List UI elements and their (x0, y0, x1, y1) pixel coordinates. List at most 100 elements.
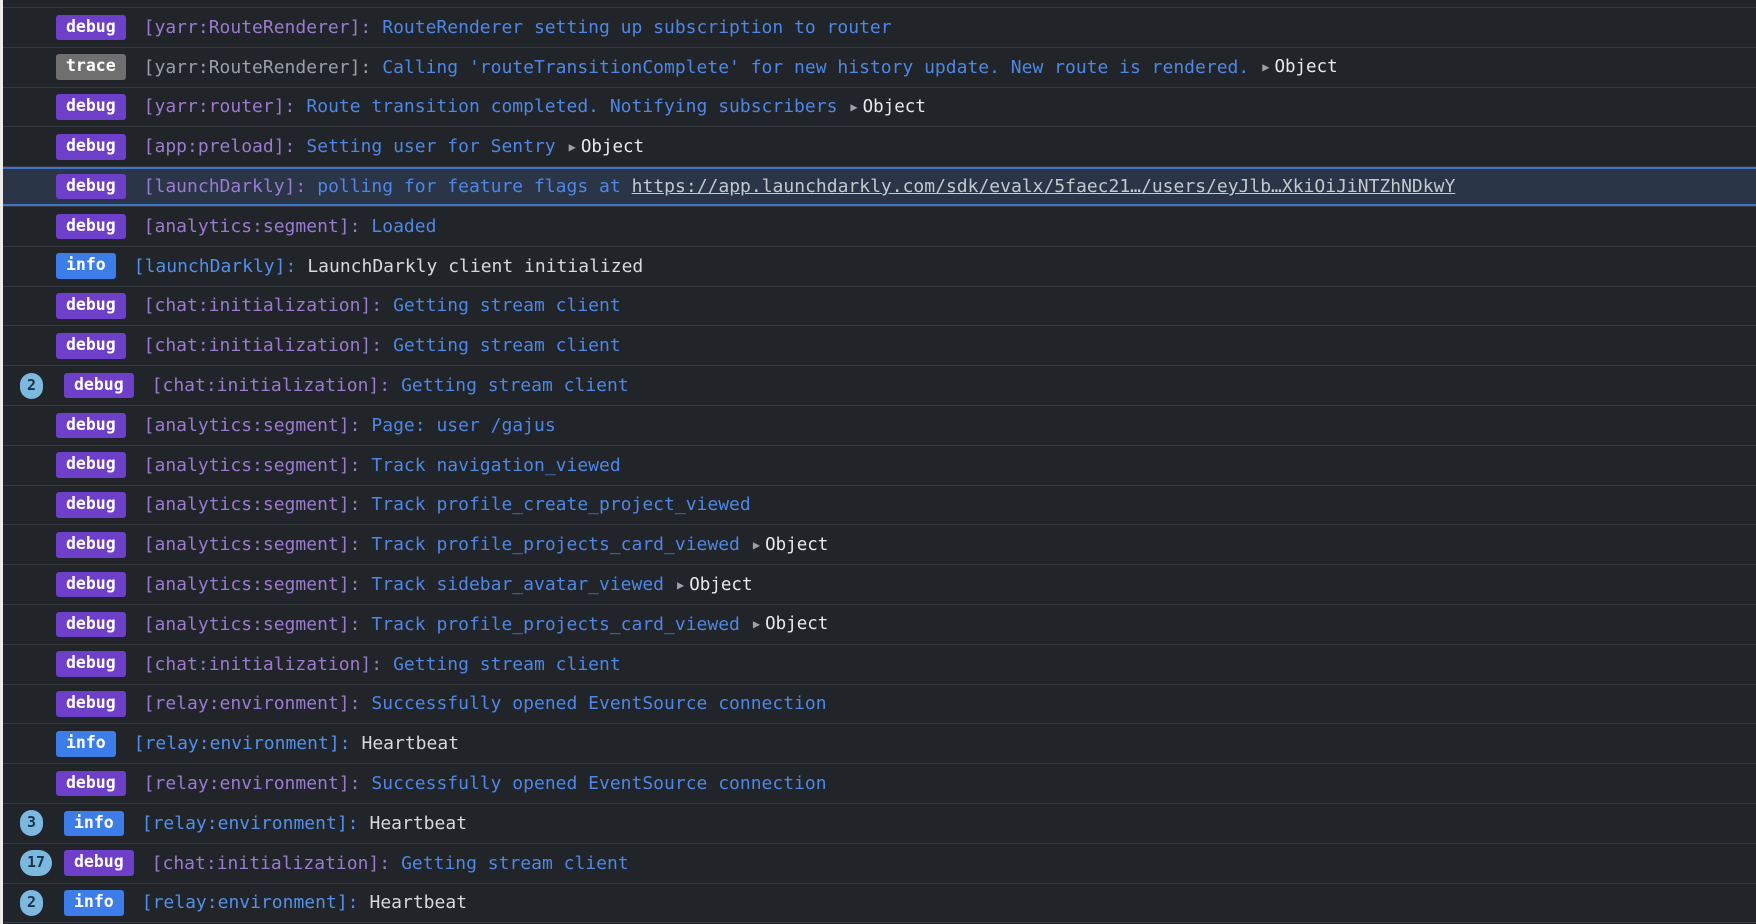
object-label: Object (580, 136, 645, 157)
object-preview[interactable]: ▶ Object (753, 614, 828, 634)
level-badge: debug (56, 611, 126, 638)
object-preview[interactable]: ▶ Object (753, 535, 828, 555)
log-tag: [yarr:RouteRenderer]: (143, 56, 372, 78)
object-preview[interactable]: ▶ Object (569, 137, 644, 157)
expand-triangle-icon[interactable]: ▶ (1262, 60, 1270, 75)
level-badge: debug (56, 133, 126, 160)
level-badge: info (56, 253, 116, 279)
level-badge: info (64, 810, 124, 837)
log-tag: [launchDarkly]: (133, 255, 297, 277)
console-log-row[interactable]: 17 debug [chat:initialization]: Getting … (0, 844, 1756, 884)
object-label: Object (862, 96, 926, 117)
log-message: Calling 'routeTransitionComplete' for ne… (382, 56, 1250, 78)
log-tag: [relay:environment]: (133, 733, 351, 755)
console-log-row[interactable]: debug [chat:initialization]: Getting str… (0, 326, 1756, 367)
expand-triangle-icon[interactable]: ▶ (568, 139, 576, 154)
level-badge: debug (56, 691, 126, 717)
log-message: Successfully opened EventSource connecti… (371, 773, 827, 795)
level-badge: debug (56, 651, 126, 677)
log-message: Heartbeat (361, 733, 460, 755)
console-log-list: debug [yarr:RouteRenderer]: RouteRendere… (0, 7, 1756, 924)
log-tag: [analytics:segment]: (143, 215, 361, 237)
object-label: Object (765, 534, 829, 555)
log-link[interactable]: https://app.launchdarkly.com/sdk/evalx/5… (631, 176, 1456, 198)
expand-triangle-icon[interactable]: ▶ (752, 537, 761, 552)
object-label: Object (689, 574, 753, 595)
log-tag: [relay:environment]: (141, 812, 359, 834)
console-log-row[interactable]: 2 info [relay:environment]: Heartbeat (0, 884, 1756, 924)
console-log-row[interactable]: debug [analytics:segment]: Track profile… (0, 525, 1756, 566)
log-message: Successfully opened EventSource connecti… (371, 693, 827, 715)
log-message: Heartbeat (369, 812, 468, 834)
console-log-row[interactable]: trace [yarr:RouteRenderer]: Calling 'rou… (0, 48, 1756, 88)
log-tag: [analytics:segment]: (143, 454, 361, 476)
console-log-row[interactable]: info [relay:environment]: Heartbeat (0, 724, 1756, 765)
log-message: Track sidebar_avatar_viewed (371, 574, 665, 596)
console-log-row[interactable]: debug [chat:initialization]: Getting str… (0, 287, 1756, 327)
level-badge: debug (56, 94, 126, 120)
level-badge: debug (64, 850, 134, 876)
console-log-row[interactable]: debug [relay:environment]: Successfully … (0, 685, 1756, 725)
console-log-row[interactable]: debug [analytics:segment]: Page: user /g… (0, 406, 1756, 446)
log-message: Track profile_projects_card_viewed (371, 613, 740, 635)
console-log-row[interactable]: debug [analytics:segment]: Loaded (0, 207, 1756, 247)
object-preview[interactable]: ▶ Object (850, 97, 925, 117)
log-message: Getting stream client (393, 653, 621, 675)
log-tag: [analytics:segment]: (143, 494, 361, 516)
console-log-row[interactable]: debug [analytics:segment]: Track sidebar… (0, 565, 1756, 605)
object-label: Object (765, 614, 829, 635)
log-message: Getting stream client (401, 375, 629, 397)
level-badge: debug (56, 213, 126, 240)
log-tag: [relay:environment]: (143, 773, 361, 795)
repeat-count-badge: 2 (20, 889, 44, 916)
console-log-row[interactable]: debug [analytics:segment]: Track navigat… (0, 446, 1756, 486)
console-log-row[interactable]: info [launchDarkly]: LaunchDarkly client… (0, 247, 1756, 287)
console-log-row[interactable]: debug [analytics:segment]: Track profile… (0, 605, 1756, 645)
log-message: Getting stream client (401, 852, 629, 874)
console-log-row[interactable]: debug [yarr:RouteRenderer]: RouteRendere… (0, 8, 1756, 48)
log-message: Track profile_projects_card_viewed (371, 534, 740, 556)
level-badge: debug (56, 531, 126, 558)
log-tag: [yarr:RouteRenderer]: (143, 16, 372, 38)
log-tag: [chat:initialization]: (151, 375, 391, 397)
repeat-count-badge: 3 (20, 810, 44, 837)
log-message: Track profile_create_project_viewed (371, 494, 751, 516)
level-badge: debug (56, 412, 126, 439)
log-tag: [analytics:segment]: (143, 534, 361, 556)
log-message: LaunchDarkly client initialized (307, 255, 644, 277)
expand-triangle-icon[interactable]: ▶ (850, 99, 858, 114)
expand-triangle-icon[interactable]: ▶ (752, 617, 761, 632)
object-preview[interactable]: ▶ Object (1262, 57, 1337, 77)
log-tag: [chat:initialization]: (143, 295, 383, 317)
console-log-row[interactable]: debug [app:preload]: Setting user for Se… (0, 127, 1756, 168)
log-message: RouteRenderer setting up subscription to… (382, 16, 892, 38)
log-message: Track navigation_viewed (371, 454, 621, 476)
level-badge: trace (56, 54, 126, 80)
level-badge: info (56, 730, 116, 757)
level-badge: debug (56, 492, 126, 518)
repeat-count-badge: 17 (20, 850, 53, 877)
console-log-row[interactable]: 2 debug [chat:initialization]: Getting s… (0, 366, 1756, 406)
console-log-row[interactable]: debug [chat:initialization]: Getting str… (0, 645, 1756, 685)
expand-triangle-icon[interactable]: ▶ (677, 577, 685, 592)
log-message: Getting stream client (393, 295, 621, 317)
console-log-row[interactable]: debug [launchDarkly]: polling for featur… (0, 167, 1756, 207)
repeat-count-badge: 2 (20, 372, 44, 399)
log-tag: [analytics:segment]: (143, 574, 361, 596)
level-badge: debug (56, 173, 126, 200)
console-log-row[interactable]: 3 info [relay:environment]: Heartbeat (0, 804, 1756, 844)
object-preview[interactable]: ▶ Object (677, 575, 752, 595)
console-log-row[interactable]: debug [analytics:segment]: Track profile… (0, 486, 1756, 526)
log-tag: [relay:environment]: (143, 693, 361, 715)
log-tag: [chat:initialization]: (143, 335, 383, 357)
level-badge: debug (56, 452, 126, 478)
console-log-row[interactable]: debug [relay:environment]: Successfully … (0, 764, 1756, 804)
object-label: Object (1274, 57, 1338, 78)
log-message: Loaded (371, 215, 437, 237)
log-tag: [chat:initialization]: (151, 852, 391, 874)
console-log-row[interactable]: debug [yarr:router]: Route transition co… (0, 88, 1756, 128)
window-left-edge (0, 0, 3, 924)
log-message: Page: user /gajus (371, 414, 556, 436)
log-tag: [launchDarkly]: (143, 176, 307, 198)
